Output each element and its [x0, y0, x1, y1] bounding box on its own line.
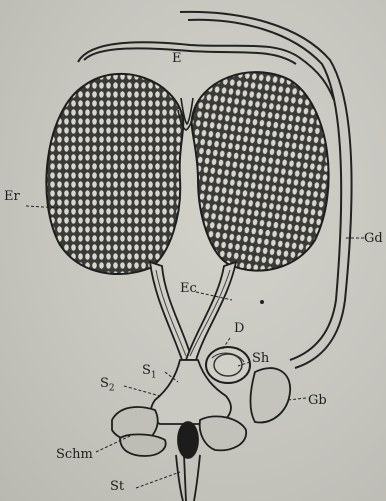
small-dot — [260, 300, 264, 304]
left-gland — [46, 74, 183, 274]
gb-body — [250, 368, 290, 422]
label-ec: Ec — [180, 282, 197, 295]
label-s1: S1 — [142, 364, 157, 381]
label-e: E — [172, 52, 182, 65]
label-er: Er — [4, 190, 20, 203]
right-gland — [192, 72, 329, 271]
label-schm: Schm — [56, 448, 93, 461]
label-gd: Gd — [364, 232, 383, 245]
label-sh: Sh — [252, 352, 269, 365]
label-s2: S2 — [100, 377, 115, 394]
label-st: St — [110, 480, 124, 493]
ec-ducts — [150, 262, 236, 360]
label-gb: Gb — [308, 394, 327, 407]
label-d: D — [234, 322, 244, 335]
sh-body — [206, 347, 250, 383]
